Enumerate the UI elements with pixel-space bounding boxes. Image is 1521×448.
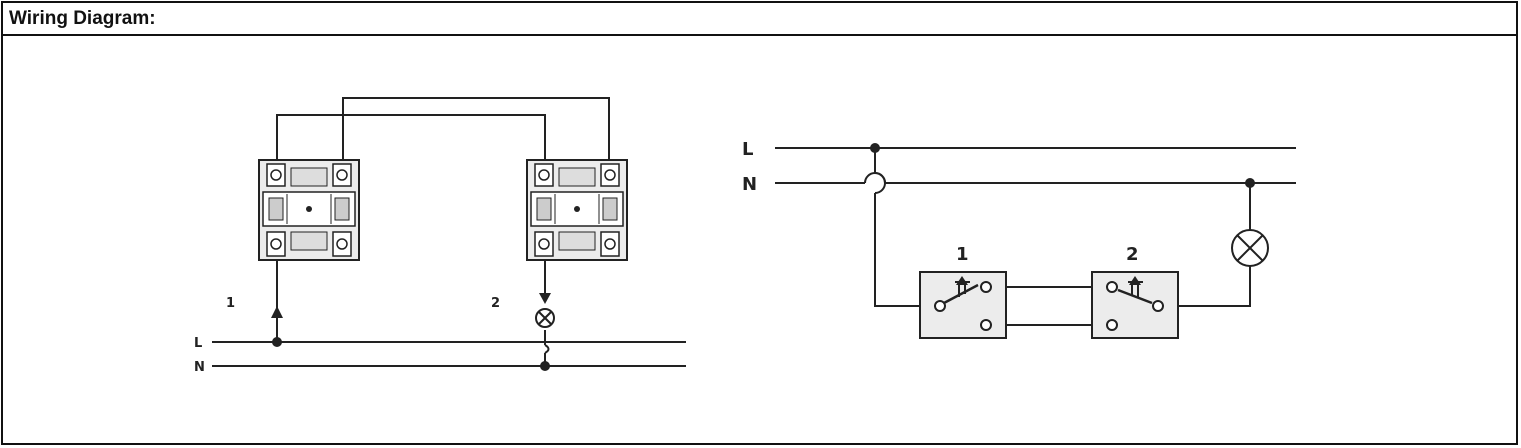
two-way-switch-icon — [1091, 271, 1179, 339]
lamp-icon — [1231, 229, 1269, 267]
junction-dot-icon — [870, 143, 880, 153]
physical-wiring-diagram: 1 2 L N — [194, 97, 686, 375]
physical-wires — [212, 97, 686, 367]
arrow-down-icon — [539, 293, 551, 304]
physical-switch-2 — [526, 159, 628, 261]
page-title: Wiring Diagram: — [9, 8, 156, 29]
junction-dot-icon — [272, 337, 282, 347]
physical-switch-1 — [258, 159, 360, 261]
header-bar: Wiring Diagram: — [3, 3, 1516, 36]
arrow-up-icon — [271, 306, 283, 318]
schematic-line-label: L — [742, 139, 753, 160]
physical-line-label: L — [194, 336, 202, 351]
physical-switch-1-label: 1 — [226, 296, 235, 311]
junction-dot-icon — [1245, 178, 1255, 188]
two-way-switch-icon — [919, 271, 1007, 339]
schematic-switch-1-label: 1 — [956, 244, 969, 265]
junction-dot-icon — [540, 361, 550, 371]
physical-neutral-label: N — [194, 360, 205, 375]
schematic-switch-2-label: 2 — [1126, 244, 1139, 265]
schematic-diagram: L N 1 2 — [742, 139, 1296, 339]
schematic-wires — [775, 147, 1296, 326]
schematic-neutral-label: N — [742, 174, 757, 195]
physical-switch-2-label: 2 — [491, 296, 500, 311]
lamp-icon — [535, 308, 555, 328]
